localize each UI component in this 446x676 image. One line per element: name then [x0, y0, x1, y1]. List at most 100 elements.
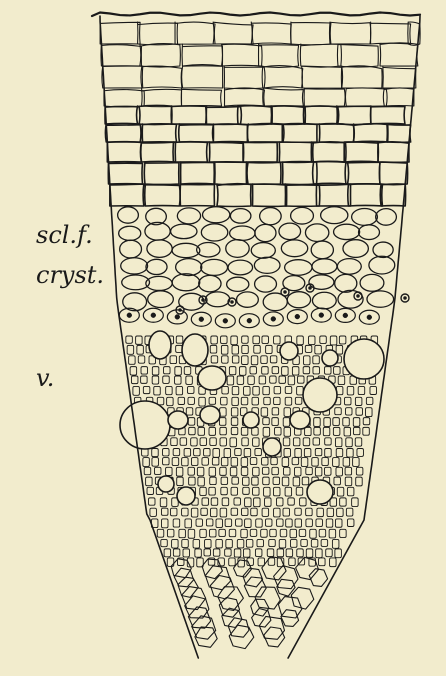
cortex-cell	[146, 259, 167, 274]
epidermis-line	[92, 13, 420, 16]
xylem-cell	[345, 408, 352, 415]
xylem-cell	[296, 487, 303, 495]
xylem-cell	[286, 519, 293, 527]
xylem-cell	[200, 438, 207, 446]
xylem-cell	[221, 336, 228, 343]
xylem-cell	[210, 345, 217, 353]
xylem-cell	[313, 438, 320, 445]
cork-cell	[329, 22, 370, 44]
cork-cell	[213, 124, 247, 142]
cork-cell	[380, 162, 408, 185]
xylem-cell	[209, 397, 216, 404]
xylem-cell	[297, 386, 304, 394]
xylem-cell	[221, 345, 228, 354]
xylem-cell	[333, 458, 340, 467]
xylem-cell	[320, 336, 327, 343]
vessel	[200, 406, 220, 424]
cork-cell	[213, 22, 253, 44]
fibre-lumen	[127, 313, 132, 318]
xylem-cell	[209, 487, 216, 495]
cork-cell	[243, 142, 277, 162]
xylem-cell	[243, 549, 250, 557]
xylem-cell	[219, 529, 226, 536]
xylem-cell	[144, 467, 151, 474]
cortex-cell	[255, 224, 276, 241]
xylem-cell	[221, 458, 228, 466]
cortex-cell	[118, 207, 139, 223]
cork-cell	[175, 22, 215, 44]
xylem-cell	[166, 467, 173, 475]
cork-cell	[222, 44, 262, 66]
cork-cell	[217, 184, 251, 207]
cork-cell	[262, 66, 303, 88]
xylem-cell	[292, 367, 299, 375]
xylem-cell	[305, 345, 312, 352]
xylem-cell	[245, 519, 252, 528]
xylem-cell	[263, 386, 270, 394]
xylem-cell	[161, 508, 168, 515]
xylem-cell	[334, 477, 341, 485]
xylem-cell	[288, 498, 295, 505]
xylem-cell	[172, 458, 179, 466]
cortex-cell	[321, 207, 348, 224]
xylem-cell	[295, 397, 302, 404]
vessel	[243, 412, 259, 428]
cortex-cell	[120, 240, 142, 258]
xylem-cell	[138, 356, 145, 363]
vessel	[307, 480, 333, 504]
xylem-cell	[347, 487, 354, 495]
xylem-cell	[176, 386, 183, 394]
xylem-cell	[250, 529, 257, 536]
xylem-cell	[250, 367, 257, 374]
cortex-cell	[305, 224, 328, 242]
xylem-cell	[353, 418, 360, 427]
xylem-cell	[279, 539, 286, 548]
xylem-cell	[204, 549, 211, 556]
xylem-cell	[304, 449, 311, 457]
xylem-cell	[170, 508, 177, 516]
cortex-cell	[147, 240, 172, 257]
xylem-cell	[200, 487, 207, 495]
xylem-cell	[253, 487, 260, 495]
xylem-cell	[205, 539, 212, 548]
xylem-cell	[150, 508, 157, 516]
cortex-cell	[291, 207, 314, 224]
cork-cell	[291, 22, 331, 45]
vessel	[280, 342, 298, 360]
xylem-cell	[234, 498, 241, 505]
cortex-cell	[376, 209, 397, 226]
xylem-cell	[285, 386, 292, 393]
xylem-cell	[366, 408, 373, 417]
xylem-cell	[325, 467, 332, 475]
xylem-cell	[272, 467, 279, 474]
xylem-cell	[298, 376, 305, 383]
xylem-cell	[290, 529, 297, 537]
xylem-cell	[161, 539, 168, 546]
xylem-cell	[209, 427, 216, 435]
xylem-cell	[243, 487, 250, 494]
xylem-cell	[244, 449, 251, 457]
xylem-cell	[265, 519, 272, 526]
cork-cell	[137, 105, 172, 124]
xylem-cell	[222, 386, 229, 393]
xylem-cell	[266, 345, 273, 353]
cork-cell	[304, 88, 345, 106]
cortex-cell	[312, 259, 337, 274]
cork-cell	[173, 142, 207, 162]
xylem-cell	[241, 508, 248, 515]
xylem-cell	[236, 519, 243, 526]
cortex-cell	[228, 260, 253, 275]
xylem-cell	[284, 408, 291, 417]
xylem-cell	[330, 558, 337, 567]
xylem-cell	[273, 477, 280, 484]
cortex-cell	[121, 258, 148, 274]
xylem-cell	[264, 487, 271, 496]
cork-cell	[259, 44, 299, 67]
xylem-cell	[270, 529, 277, 536]
xylem-cell	[222, 356, 229, 363]
xylem-cell	[213, 449, 220, 458]
xylem-cell	[356, 467, 363, 475]
xylem-cell	[188, 467, 195, 475]
xylem-cell	[319, 558, 326, 566]
cork-cell	[319, 124, 354, 143]
